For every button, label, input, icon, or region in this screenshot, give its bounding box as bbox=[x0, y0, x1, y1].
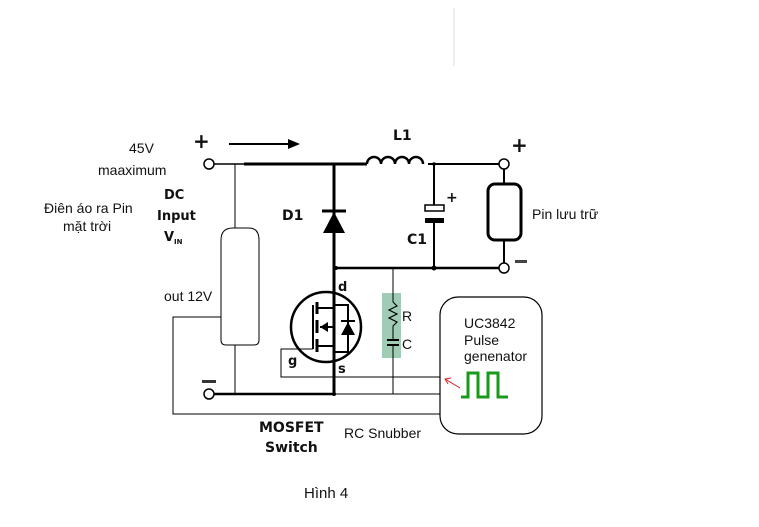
output-positive-terminal bbox=[498, 158, 510, 170]
mosfet-gate-label: g bbox=[288, 354, 297, 369]
snubber-label: RC Snubber bbox=[344, 425, 421, 441]
capacitor-c1-plate-negative bbox=[425, 218, 444, 223]
capacitor-c1-plate-positive bbox=[424, 204, 445, 212]
battery-label: Pin lưu trữ bbox=[532, 206, 598, 222]
diode-d1 bbox=[322, 209, 346, 233]
output-minus-sign bbox=[515, 260, 527, 263]
out-12v-label: out 12V bbox=[164, 288, 213, 304]
diode-label: D1 bbox=[282, 208, 303, 224]
source-label-line2: mặt trời bbox=[63, 218, 111, 234]
input-minus-sign bbox=[202, 380, 216, 383]
capacitor-polarity: + bbox=[446, 190, 458, 206]
input-plus-sign: + bbox=[193, 129, 210, 153]
input-positive-terminal bbox=[203, 158, 215, 170]
vin-subscript: IN bbox=[174, 238, 183, 246]
storage-battery bbox=[486, 182, 523, 242]
output-plus-sign: + bbox=[511, 133, 528, 157]
figure-caption: Hình 4 bbox=[304, 485, 348, 502]
source-label-line1: Điên áo ra Pin bbox=[44, 200, 133, 216]
output-negative-terminal bbox=[498, 262, 510, 274]
voltage-label: 45V bbox=[129, 140, 155, 156]
snubber-highlight bbox=[382, 293, 401, 358]
snubber-cap-label: C bbox=[402, 336, 412, 352]
mosfet-source-label: s bbox=[338, 362, 346, 377]
annotation-arrow-icon bbox=[444, 377, 461, 389]
vin-label: V bbox=[164, 230, 174, 245]
uc3842-controller-box bbox=[439, 296, 543, 435]
mosfet-label-line2: Switch bbox=[265, 440, 318, 456]
controller-line3: genenator bbox=[464, 348, 527, 364]
current-direction-arrow bbox=[229, 139, 300, 149]
mosfet-drain-label: d bbox=[338, 280, 347, 295]
controller-line2: Pulse bbox=[464, 332, 499, 348]
input-label: Input bbox=[157, 209, 196, 224]
dc-label: DC bbox=[164, 188, 184, 203]
mosfet-switch bbox=[280, 268, 440, 394]
input-negative-terminal bbox=[203, 388, 215, 400]
inductor-label: L1 bbox=[393, 128, 412, 144]
pulse-waveform-icon bbox=[461, 371, 508, 399]
max-label: maaximum bbox=[98, 162, 166, 178]
resistor-label: R bbox=[402, 308, 412, 324]
inductor-l1 bbox=[365, 155, 425, 165]
solar-panel-source bbox=[220, 227, 260, 346]
snubber-resistor bbox=[387, 301, 399, 327]
mosfet-label-line1: MOSFET bbox=[259, 420, 324, 436]
capacitor-label: C1 bbox=[407, 232, 427, 248]
controller-line1: UC3842 bbox=[464, 315, 516, 331]
